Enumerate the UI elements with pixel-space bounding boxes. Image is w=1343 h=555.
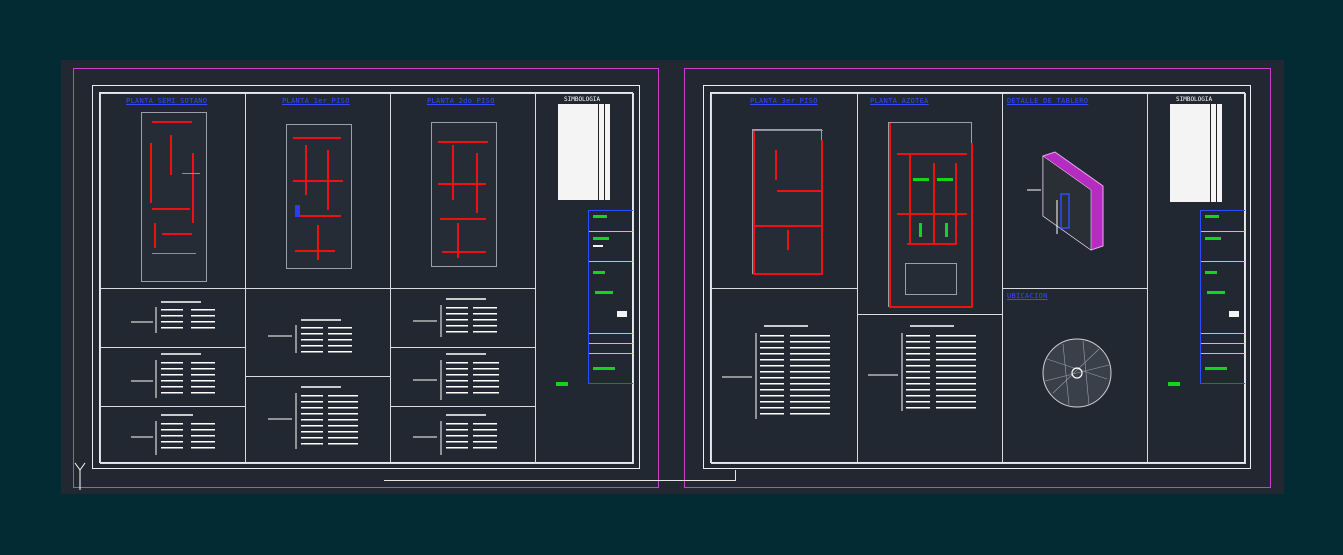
symbol-legend-table[interactable]: [558, 104, 610, 200]
floor-plan[interactable]: [888, 122, 973, 308]
plan-cell-semi-sotano[interactable]: PLANTA SEMI SOTANO: [100, 93, 246, 289]
legend-column-2: SIMBOLOGIA: [1147, 93, 1246, 464]
circuit-schedule-1[interactable]: [100, 288, 246, 348]
location-map-icon[interactable]: [1003, 289, 1148, 464]
circuit-schedule-5[interactable]: [245, 376, 391, 464]
location-cell[interactable]: UBICACION: [1002, 288, 1148, 464]
floor-plan[interactable]: [431, 122, 497, 267]
circuit-schedule-7[interactable]: [390, 347, 536, 407]
company-logo: [1168, 382, 1180, 386]
circuit-schedule-10[interactable]: [857, 314, 1003, 464]
electrical-panel-icon[interactable]: [1003, 94, 1148, 289]
floor-plan[interactable]: [141, 112, 207, 282]
sheet-2-frame: [703, 85, 1251, 469]
floor-plan[interactable]: [752, 129, 823, 275]
company-logo: [556, 382, 568, 386]
circuit-schedule-4[interactable]: [245, 288, 391, 377]
legend-column: SIMBOLOGIA: [535, 93, 634, 464]
sheet-1[interactable]: PLANTA SEMI SOTANO PLANTA 1er PISO: [73, 68, 659, 488]
sheet-2-inner-frame: PLANTA 3er PISO PLANTA AZOTEA: [710, 92, 1246, 464]
circuit-schedule-9[interactable]: [711, 288, 858, 464]
detail-title: DETALLE DE TABLERO: [1007, 97, 1089, 105]
title-block[interactable]: [588, 210, 633, 384]
legend-title: SIMBOLOGIA: [1176, 96, 1213, 103]
plan-cell-3er-piso[interactable]: PLANTA 3er PISO: [711, 93, 858, 289]
plan-title: PLANTA SEMI SOTANO: [126, 97, 208, 105]
plan-title: PLANTA 1er PISO: [282, 97, 350, 105]
plan-title: PLANTA 3er PISO: [750, 97, 818, 105]
connector-line-vertical: [735, 470, 736, 481]
connector-line: [384, 480, 736, 481]
panel-detail-cell[interactable]: DETALLE DE TABLERO: [1002, 93, 1148, 289]
ucs-axis-icon: [74, 462, 86, 490]
sheet-1-inner-frame: PLANTA SEMI SOTANO PLANTA 1er PISO: [99, 92, 634, 464]
plan-title: PLANTA 2do PISO: [427, 97, 495, 105]
sheet-1-frame: [92, 85, 640, 469]
symbol-legend-table[interactable]: [1170, 104, 1222, 202]
circuit-schedule-3[interactable]: [100, 406, 246, 464]
plan-title: PLANTA AZOTEA: [870, 97, 929, 105]
circuit-schedule-8[interactable]: [390, 406, 536, 464]
sheet-2[interactable]: PLANTA 3er PISO PLANTA AZOTEA: [684, 68, 1271, 488]
plan-cell-2do-piso[interactable]: PLANTA 2do PISO: [390, 93, 536, 289]
cad-viewport[interactable]: [61, 60, 1284, 494]
circuit-schedule-2[interactable]: [100, 347, 246, 407]
location-title: UBICACION: [1007, 292, 1048, 300]
floor-plan[interactable]: [286, 124, 352, 269]
circuit-schedule-6[interactable]: [390, 288, 536, 348]
title-block[interactable]: [1200, 210, 1245, 384]
plan-cell-1er-piso[interactable]: PLANTA 1er PISO: [245, 93, 391, 289]
legend-title: SIMBOLOGIA: [564, 96, 601, 103]
plan-cell-azotea[interactable]: PLANTA AZOTEA: [857, 93, 1003, 315]
